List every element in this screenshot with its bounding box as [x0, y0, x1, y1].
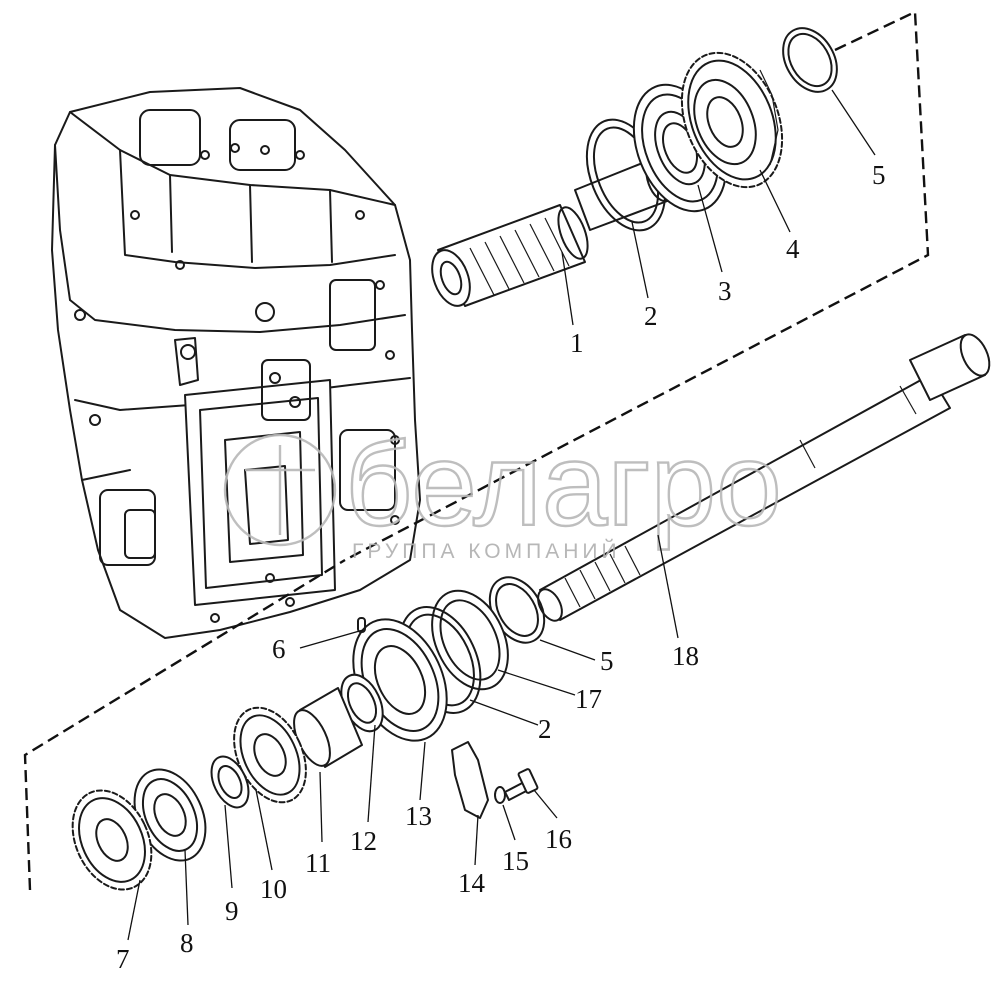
washer-part-15 — [494, 786, 506, 804]
pin-part-6 — [357, 617, 366, 633]
lower-gear-assembly — [71, 576, 546, 891]
watermark-logo-mark — [223, 433, 337, 547]
gearbox-housing — [51, 87, 421, 639]
lock-plate-part-14 — [451, 741, 489, 819]
callout-10: 10 — [260, 874, 287, 904]
gear-part-4 — [680, 51, 784, 189]
callout-2b: 2 — [538, 714, 552, 744]
callout-11: 11 — [305, 848, 331, 878]
callout-13: 13 — [405, 801, 432, 831]
callout-2a: 2 — [644, 301, 658, 331]
gear-part-7 — [71, 789, 153, 891]
callout-7: 7 — [116, 944, 130, 974]
callout-5a: 5 — [872, 160, 886, 190]
callout-14: 14 — [458, 868, 486, 898]
callout-18: 18 — [672, 641, 699, 671]
retaining-ring-part-5-upper — [782, 27, 838, 93]
callout-4: 4 — [786, 234, 800, 264]
callout-5b: 5 — [600, 646, 614, 676]
callout-6: 6 — [272, 634, 286, 664]
callout-1: 1 — [570, 328, 584, 358]
watermark: белагро ГРУППА КОМПАНИЙ — [223, 418, 783, 563]
callout-8: 8 — [180, 928, 194, 958]
callout-labels: 1 2 3 4 5 6 5 17 18 2 12 13 11 10 9 8 7 … — [116, 160, 886, 974]
callout-12: 12 — [350, 826, 377, 856]
upper-shaft-assembly — [431, 27, 838, 307]
callout-3: 3 — [718, 276, 732, 306]
callout-15: 15 — [502, 846, 529, 876]
callout-9: 9 — [225, 896, 239, 926]
leader-lines — [127, 89, 876, 941]
bolt-part-16 — [504, 768, 539, 801]
callout-17: 17 — [575, 684, 602, 714]
dashed-assembly-outline — [23, 10, 930, 891]
hub-part-11 — [293, 687, 363, 768]
watermark-tagline: ГРУППА КОМПАНИЙ — [352, 539, 621, 563]
callout-16: 16 — [545, 824, 572, 854]
splined-sleeve-part-1 — [431, 204, 589, 307]
watermark-brand: белагро — [345, 419, 782, 551]
needle-bearing-part-9 — [210, 755, 250, 809]
bearing-part-8 — [133, 768, 207, 862]
